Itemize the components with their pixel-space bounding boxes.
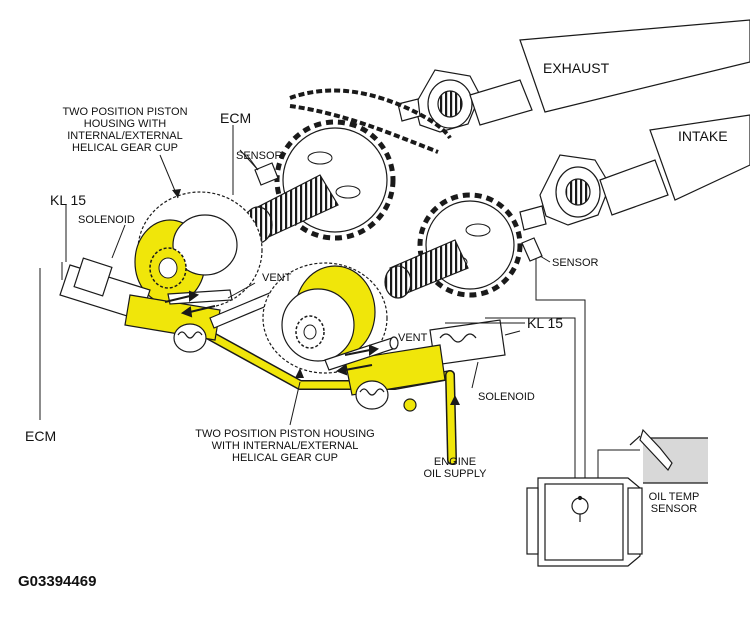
lower-cam-sensor <box>521 237 543 262</box>
solenoid-left-label: SOLENOID <box>78 214 135 226</box>
vent-left-label: VENT <box>262 272 292 284</box>
housing-bottom-label: TWO POSITION PISTON HOUSING WITH INTERNA… <box>185 428 385 464</box>
kl15-left-label: KL 15 <box>50 192 87 208</box>
exhaust-label: EXHAUST <box>543 60 610 76</box>
oil-temp-sensor <box>629 428 708 484</box>
housing-bottom-line-3: HELICAL GEAR CUP <box>232 452 338 464</box>
lower-flow-arrows <box>335 344 380 376</box>
kl15-right-label: KL 15 <box>527 315 564 331</box>
oil-temp-line-1: OIL TEMP <box>648 491 700 503</box>
sensor-top-label: SENSOR <box>236 150 283 162</box>
housing-top-line-1: TWO POSITION PISTON <box>62 106 188 118</box>
upper-piston-housing <box>134 191 263 309</box>
ecm-top-label: ECM <box>220 110 252 126</box>
housing-bottom-line-1: TWO POSITION PISTON HOUSING <box>195 428 375 440</box>
upper-flow-arrows <box>164 290 216 318</box>
timing-chain <box>289 88 452 154</box>
ecm-module <box>526 477 643 567</box>
leader-arrows <box>172 189 460 405</box>
engine-oil-line-1: ENGINE <box>433 456 477 468</box>
intake-camshaft <box>519 114 750 231</box>
exhaust-camshaft <box>397 19 750 133</box>
ecm-bottom-label: ECM <box>25 428 57 444</box>
sensor-right-label: SENSOR <box>552 257 599 269</box>
lower-solenoid <box>344 319 506 412</box>
engine-oil-label: ENGINE OIL SUPPLY <box>410 456 500 480</box>
lower-piston-housing <box>262 262 388 374</box>
lower-spline-shaft <box>384 239 469 299</box>
housing-bottom-line-2: WITH INTERNAL/EXTERNAL <box>211 440 359 452</box>
oil-temp-label: OIL TEMP SENSOR <box>640 491 708 515</box>
oil-temp-line-2: SENSOR <box>650 503 698 515</box>
housing-top-label: TWO POSITION PISTON HOUSING WITH INTERNA… <box>40 106 210 154</box>
housing-top-line-4: HELICAL GEAR CUP <box>72 142 178 154</box>
upper-solenoid <box>59 257 233 353</box>
intake-label: INTAKE <box>678 128 728 144</box>
housing-top-line-2: HOUSING WITH <box>83 118 167 130</box>
solenoid-right-label: SOLENOID <box>478 391 535 403</box>
vent-right-label: VENT <box>398 332 428 344</box>
figure-id: G03394469 <box>18 573 97 590</box>
upper-cam-sensor <box>254 162 279 186</box>
engine-oil-line-2: OIL SUPPLY <box>423 468 487 480</box>
wiring <box>39 125 640 478</box>
housing-top-line-3: INTERNAL/EXTERNAL <box>67 130 183 142</box>
